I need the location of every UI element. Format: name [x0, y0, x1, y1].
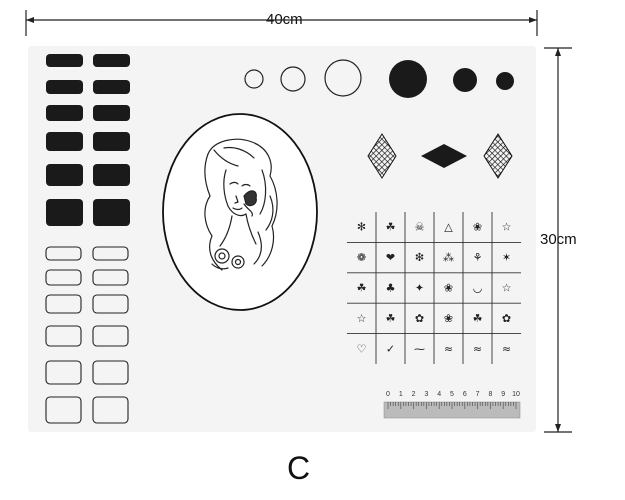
outline-rounded-rect — [45, 360, 82, 385]
outline-rounded-rect — [92, 246, 129, 261]
outline-rounded-rect — [92, 269, 129, 286]
nail-art-stamp: ≈ — [444, 342, 453, 355]
outline-rounded-rect — [45, 246, 82, 261]
nail-art-stamp: ✶ — [502, 251, 511, 264]
ruler-tick-label: 0 — [386, 391, 390, 398]
filled-rounded-rect — [46, 80, 83, 94]
outline-rect-group — [45, 246, 129, 424]
nail-art-stamp: ❁ — [357, 251, 366, 264]
ruler-tick-label: 5 — [450, 391, 454, 398]
nail-art-stamp: ☘ — [386, 221, 396, 234]
outline-rounded-rect — [45, 269, 82, 286]
ruler-tick-label: 1 — [399, 391, 403, 398]
filled-rounded-rect — [46, 54, 83, 67]
nail-art-stamp: ✻ — [357, 221, 366, 234]
nail-art-stamp: ☠ — [415, 221, 425, 234]
outline-circle-large — [324, 59, 362, 97]
ruler-tick-label: 10 — [512, 391, 520, 398]
crosshatch-diamond-left — [367, 133, 397, 179]
width-dimension-line — [25, 10, 538, 36]
nail-art-stamp: ≈ — [502, 342, 511, 355]
nail-art-stamp: ❤ — [386, 251, 395, 264]
outline-rounded-rect — [92, 294, 129, 314]
filled-rounded-rect — [46, 105, 83, 121]
nail-art-stamp: ⁓ — [414, 342, 425, 355]
nail-art-stamp: ✿ — [502, 312, 511, 325]
outline-rounded-rect — [92, 360, 129, 385]
nail-art-stamp: ✓ — [386, 342, 395, 355]
filled-rounded-rect — [93, 105, 130, 121]
nail-art-stamp: ❇ — [415, 251, 424, 264]
circle-group — [244, 59, 514, 98]
nail-art-stamp: ☘ — [357, 282, 367, 295]
nail-art-stamp: ❀ — [444, 312, 453, 325]
nail-art-stamp: ≈ — [473, 342, 482, 355]
nail-art-stamp: △ — [444, 221, 453, 234]
filled-rounded-rect — [93, 80, 130, 94]
diamond-group — [367, 133, 513, 179]
nail-art-stamp: ♣ — [386, 282, 396, 295]
outline-rounded-rect — [92, 325, 129, 347]
filled-diamond — [421, 144, 467, 168]
ruler-tick-label: 9 — [501, 391, 505, 398]
ruler-tick-label: 7 — [476, 391, 480, 398]
outline-circle-medium — [280, 66, 306, 92]
nail-art-stamp: ✿ — [415, 312, 424, 325]
nail-art-stamp: ☆ — [357, 312, 367, 325]
filled-circle-medium — [453, 68, 477, 92]
variant-label: C — [287, 450, 311, 486]
nail-art-stamp: ☘ — [473, 312, 483, 325]
nail-art-stamp: ✦ — [415, 282, 424, 295]
filled-rounded-rect — [93, 164, 130, 186]
ruler-tick-label: 3 — [424, 391, 428, 398]
nail-art-stamp: ❀ — [444, 282, 453, 295]
nail-art-stamp: ◡ — [473, 282, 483, 295]
filled-circle-small — [496, 72, 514, 90]
filled-rounded-rect — [93, 132, 130, 151]
ruler-tick-label: 4 — [437, 391, 441, 398]
height-dimension-line — [544, 47, 572, 433]
portrait-oval — [162, 113, 318, 311]
crosshatch-diamond-right — [483, 133, 513, 179]
nail-art-stamp: ⁂ — [443, 251, 454, 264]
outline-rounded-rect — [92, 396, 129, 424]
nail-art-stamp: ⚘ — [473, 251, 483, 264]
ruler-tick-label: 2 — [412, 391, 416, 398]
outline-circle-small — [244, 69, 264, 89]
nail-art-stamp: ☆ — [502, 221, 512, 234]
ruler: 0 1 2 3 4 5 6 7 8 9 10 — [383, 391, 521, 419]
ruler-tick-label: 6 — [463, 391, 467, 398]
ruler-tick-label: 8 — [488, 391, 492, 398]
woman-portrait-icon — [204, 138, 278, 271]
outline-rounded-rect — [45, 294, 82, 314]
outline-rounded-rect — [45, 396, 82, 424]
nail-art-stamp: ☆ — [502, 282, 512, 295]
filled-rounded-rect — [46, 199, 83, 226]
filled-rounded-rect — [46, 132, 83, 151]
nail-art-grid: ✻ ☘ ☠ △ ❀ ☆ ❁ ❤ ❇ ⁂ ⚘ ✶ ☘ ♣ ✦ ❀ ◡ ☆ ☆ ☘ ✿ ❀ ☘ ✿ ♡ ✓ ⁓ ≈ ≈ ≈ — [347, 212, 521, 364]
filled-rounded-rect — [93, 54, 130, 67]
nail-art-stamp: ☘ — [386, 312, 396, 325]
filled-rounded-rect — [46, 164, 83, 186]
filled-rect-group — [46, 54, 130, 226]
nail-art-stamp: ❀ — [473, 221, 482, 234]
outline-rounded-rect — [45, 325, 82, 347]
nail-art-stamp: ♡ — [357, 342, 367, 355]
filled-rounded-rect — [93, 199, 130, 226]
filled-circle-large — [389, 60, 427, 98]
